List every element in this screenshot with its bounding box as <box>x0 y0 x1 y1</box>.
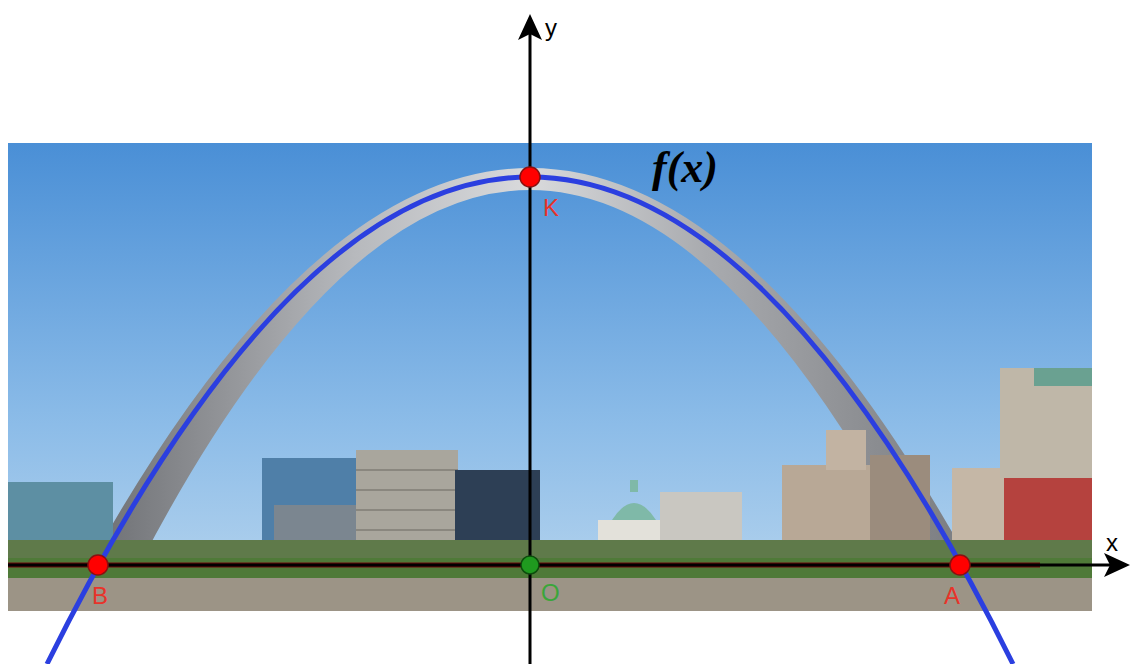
sky <box>8 143 1092 611</box>
lawn <box>8 558 1092 578</box>
point-a <box>950 555 970 575</box>
y-arrowhead <box>518 14 542 40</box>
axis-name: y <box>545 16 557 40</box>
trees <box>8 540 1092 560</box>
point-b <box>88 555 108 575</box>
x-axis <box>8 564 1112 567</box>
point-name: K <box>543 196 559 220</box>
point-o <box>521 556 539 574</box>
point-name: B <box>92 584 108 608</box>
x-arrowhead <box>1104 553 1130 577</box>
city-skyline <box>8 368 1092 552</box>
axis-name: x <box>1106 531 1118 555</box>
river <box>8 578 1092 611</box>
origin-name: O <box>541 581 560 605</box>
point-k <box>520 167 540 187</box>
point-name: A <box>944 584 960 608</box>
function-name: f(x) <box>652 146 718 190</box>
parabola-curve <box>47 177 1013 664</box>
